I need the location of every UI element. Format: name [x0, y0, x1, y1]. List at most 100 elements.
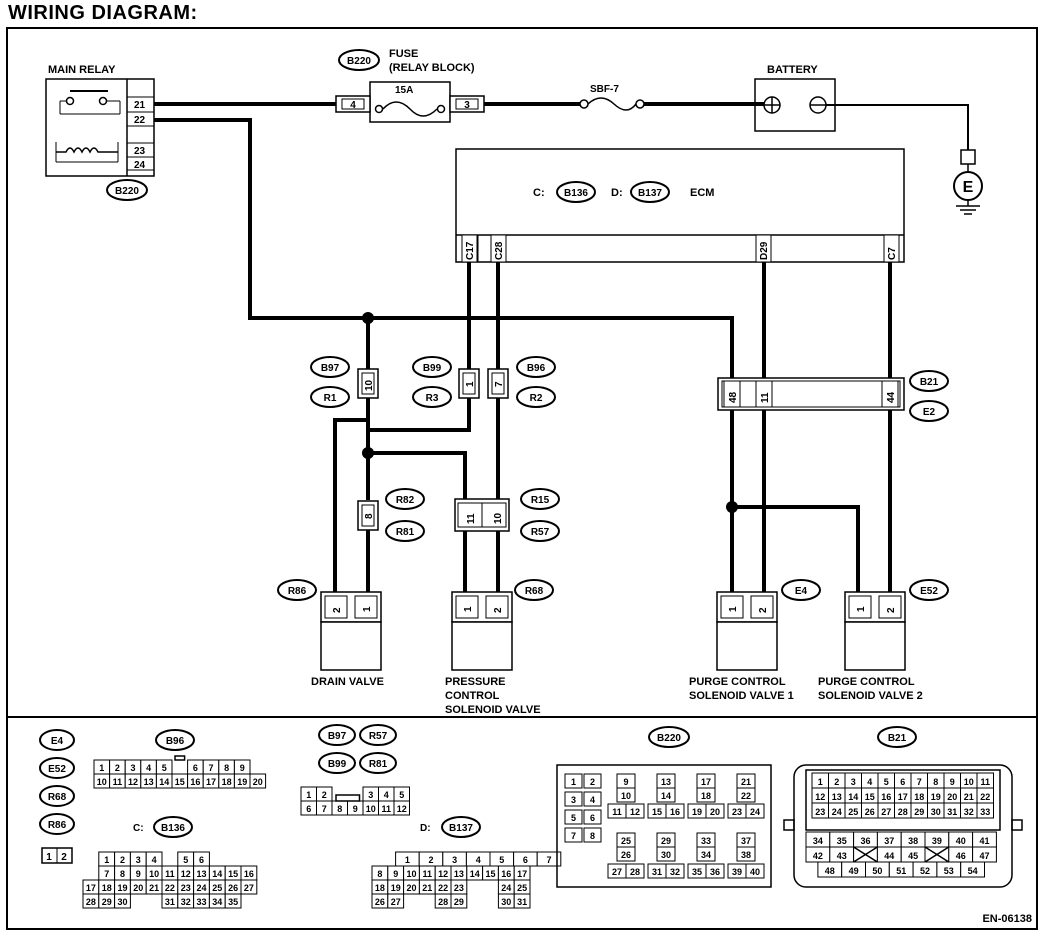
pin-number: 9 — [393, 869, 398, 879]
pin-number: 12 — [181, 869, 191, 879]
pin-number: 7 — [208, 763, 213, 773]
pin-number: 23 — [815, 807, 825, 817]
connector-tag-e52: E52 — [909, 579, 949, 601]
pin-number: 12 — [815, 792, 825, 802]
pin-cell — [583, 809, 602, 825]
pin-number: 14 — [848, 792, 858, 802]
pin-number: 4 — [476, 855, 481, 865]
pin-number: 12 — [397, 804, 407, 814]
relay-pin-24: 24 — [134, 160, 146, 171]
main-relay — [45, 78, 155, 177]
pin-number: 11 — [165, 869, 175, 879]
sbf-label: SBF-7 — [590, 84, 619, 95]
pin-number: 23 — [732, 807, 742, 817]
pin-cell — [625, 803, 645, 819]
pin-number: 16 — [190, 777, 200, 787]
pin-cell — [564, 827, 583, 843]
pin-number: 2 — [120, 855, 125, 865]
pin-number: 1 — [405, 855, 410, 865]
pin-number: 14 — [159, 777, 169, 787]
pin-number: 39 — [732, 867, 742, 877]
pin-cell — [583, 791, 602, 807]
pin-number: 50 — [872, 866, 882, 876]
connector-outline — [783, 819, 795, 831]
pin-number: 40 — [750, 867, 760, 877]
svg-text:2: 2 — [886, 607, 897, 613]
pin-number: 2 — [115, 763, 120, 773]
svg-text:B136: B136 — [161, 823, 185, 834]
pin-number: 1 — [571, 777, 576, 787]
pin-cell — [224, 893, 242, 909]
pin-number: 3 — [851, 777, 856, 787]
pin-number: 37 — [741, 836, 751, 846]
svg-text:R2: R2 — [530, 393, 543, 404]
pin-number: 25 — [517, 883, 527, 893]
pin-cell — [736, 846, 756, 862]
svg-text:3: 3 — [464, 100, 470, 111]
svg-text:B97: B97 — [328, 731, 347, 742]
connector-tag-r15: R15 — [520, 488, 560, 510]
pin-number: 17 — [206, 777, 216, 787]
pin-cell — [656, 846, 676, 862]
pin-cell — [745, 803, 765, 819]
pin-number: 17 — [701, 777, 711, 787]
main-relay-label: MAIN RELAY — [48, 64, 116, 76]
ecm-pin-c17: C17 — [461, 234, 478, 263]
pin-cell — [387, 893, 405, 909]
pin-number: 3 — [452, 855, 457, 865]
inline-connector-r15-r57: 11 10 — [454, 498, 510, 532]
pin-number: 12 — [438, 869, 448, 879]
pin-number: 7 — [322, 804, 327, 814]
pressure-valve-label-1: PRESSURE — [445, 676, 506, 688]
inline-pin-r82-r81: 8 — [357, 500, 379, 531]
pin-number: 53 — [944, 866, 954, 876]
svg-text:R81: R81 — [396, 527, 415, 538]
pin-cell — [976, 802, 994, 819]
pin-number: 38 — [741, 850, 751, 860]
svg-text:R68: R68 — [525, 586, 544, 597]
legend-tag-b137: B137 — [441, 816, 481, 838]
pin-number: 16 — [501, 869, 511, 879]
pin-number: 51 — [896, 866, 906, 876]
pin-number: 15 — [228, 869, 238, 879]
pin-cell — [625, 863, 645, 879]
pin-cell — [249, 773, 267, 789]
svg-text:B99: B99 — [328, 759, 347, 770]
pressure-control-solenoid-valve: 1 2 — [451, 591, 513, 671]
pin-number: 10 — [97, 777, 107, 787]
pin-cell — [705, 803, 725, 819]
pin-number: 21 — [964, 792, 974, 802]
pin-number: 8 — [933, 777, 938, 787]
pin-number: 18 — [701, 791, 711, 801]
svg-text:2: 2 — [61, 852, 67, 863]
svg-text:R3: R3 — [426, 393, 439, 404]
pin-number: 27 — [244, 883, 254, 893]
pin-number: 15 — [485, 869, 495, 879]
svg-text:R15: R15 — [531, 495, 550, 506]
svg-text:R68: R68 — [48, 792, 67, 803]
pin-number: 18 — [375, 883, 385, 893]
wires — [154, 102, 892, 592]
pin-number: 14 — [212, 869, 222, 879]
connector-tag-r86: R86 — [277, 579, 317, 601]
svg-text:8: 8 — [364, 513, 375, 519]
svg-text:E4: E4 — [795, 586, 808, 597]
fuse-label-sub: (RELAY BLOCK) — [389, 62, 475, 74]
figure-code: EN-06138 — [982, 913, 1032, 925]
pin-number: 33 — [980, 807, 990, 817]
blank-pin-cross — [924, 846, 950, 863]
pin-cell — [616, 846, 636, 862]
pin-number: 23 — [454, 883, 464, 893]
pin-number: 32 — [964, 807, 974, 817]
pin-number: 10 — [621, 791, 631, 801]
pin-number: 29 — [914, 807, 924, 817]
ecm-pin-c7: C7 — [883, 234, 900, 263]
ecm-label: ECM — [690, 187, 714, 199]
pin-number: 26 — [228, 883, 238, 893]
svg-text:2: 2 — [332, 607, 343, 613]
pin-number: 46 — [956, 851, 966, 861]
pin-cell — [564, 791, 583, 807]
pin-number: 12 — [630, 807, 640, 817]
